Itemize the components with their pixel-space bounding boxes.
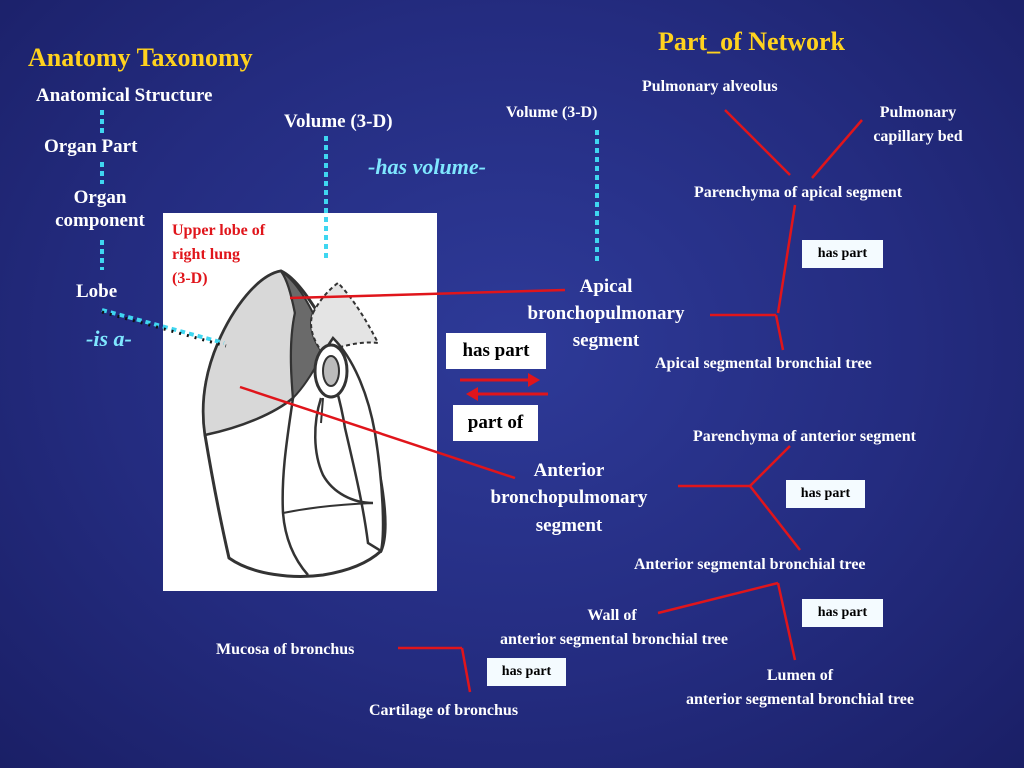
taxonomy-organ-part: Organ Part (44, 136, 138, 157)
pulmonary-alveolus: Pulmonary alveolus (642, 78, 778, 95)
apical-segment-line3: segment (572, 330, 640, 351)
volume-label: Volume (3-D) (284, 111, 393, 132)
anterior-bronchial-tree: Anterior segmental bronchial tree (634, 556, 866, 573)
has-part-badge-apical: has part (802, 240, 883, 268)
lung-label-line3: (3-D) (172, 270, 208, 287)
pulmonary-capillary-line1: Pulmonary (879, 104, 957, 121)
network-title: Part_of Network (658, 27, 845, 56)
apical-segment-line1: Apical (579, 276, 633, 297)
has-part-badge-wall: has part (802, 599, 883, 627)
anterior-segment-line1: Anterior (533, 460, 605, 481)
lumen-line1: Lumen of (766, 667, 834, 684)
pulmonary-capillary-line2: capillary bed (873, 128, 963, 145)
link-anterior (239, 385, 516, 480)
parenchyma-apical: Parenchyma of apical segment (694, 184, 903, 201)
has-part-badge-bronchus: has part (487, 658, 566, 686)
taxonomy-organ-component: Organ component (55, 187, 145, 231)
anterior-segment-line3: segment (535, 515, 603, 536)
taxonomy-anatomical-structure: Anatomical Structure (36, 85, 213, 106)
wall-line2: anterior segmental bronchial tree (500, 631, 728, 648)
apical-segment-line2: bronchopulmonary (527, 303, 685, 324)
network-volume-label: Volume (3-D) (506, 104, 598, 121)
part-of-box: part of (453, 405, 538, 441)
lung-label-line1: Upper lobe of (172, 222, 266, 239)
has-volume-label: -has volume- (368, 154, 486, 179)
is-a-label: -is a- (86, 326, 132, 351)
wall-line1: Wall of (587, 607, 637, 624)
lung-label-line2: right lung (172, 246, 241, 263)
link-apical (289, 288, 566, 300)
lung-drawing (201, 269, 387, 578)
taxonomy-lobe: Lobe (76, 281, 118, 302)
has-part-box: has part (446, 333, 546, 369)
parenchyma-anterior: Parenchyma of anterior segment (693, 428, 916, 445)
cartilage-of-bronchus: Cartilage of bronchus (369, 702, 519, 719)
dotted-link-lobe-dark (101, 310, 227, 348)
anterior-segment-line2: bronchopulmonary (490, 487, 648, 508)
lung-illustration-panel (163, 213, 437, 591)
apical-bronchial-tree: Apical segmental bronchial tree (655, 355, 872, 372)
mucosa-of-bronchus: Mucosa of bronchus (216, 641, 355, 658)
taxonomy-title: Anatomy Taxonomy (28, 43, 253, 72)
lumen-line2: anterior segmental bronchial tree (686, 691, 914, 708)
has-part-badge-anterior: has part (786, 480, 865, 508)
dotted-link-lobe (101, 308, 225, 345)
